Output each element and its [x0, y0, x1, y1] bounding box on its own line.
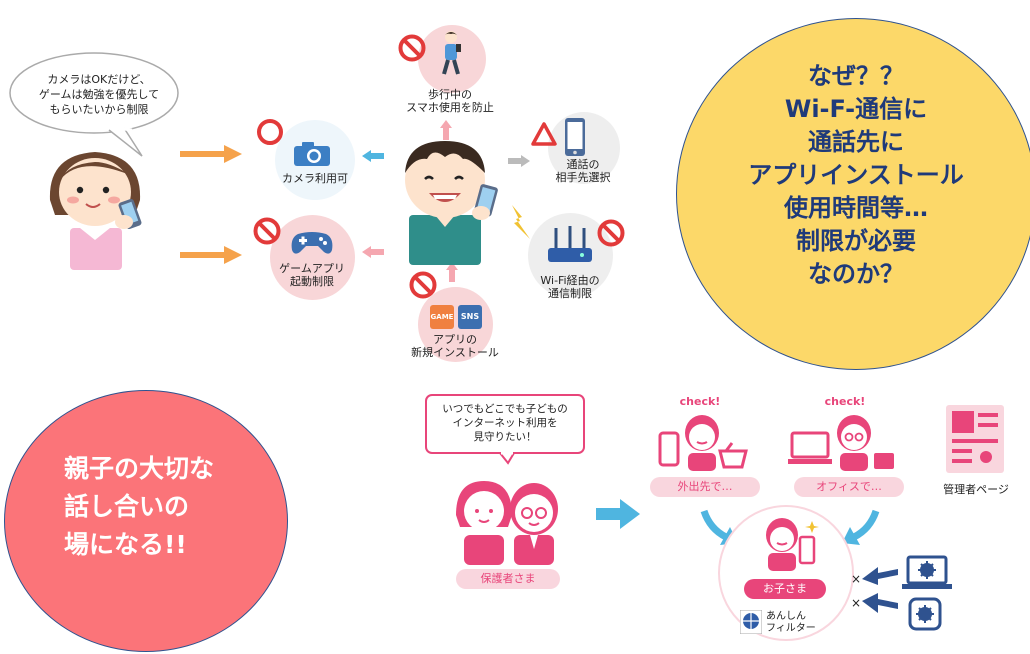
walking-label: 歩行中の スマホ使用を防止: [406, 88, 494, 114]
apps-label: アプリの 新規インストール: [411, 333, 499, 359]
parents-speech-box: [425, 394, 585, 465]
game-app-tag: GAME: [430, 305, 454, 329]
arrow-right-icon: [508, 155, 530, 167]
ban-icon: [398, 34, 426, 62]
router-icon: [548, 226, 592, 262]
arrow-left-icon: [362, 150, 384, 162]
smartphone-icon: [565, 118, 585, 156]
office-label: オフィスで…: [794, 477, 904, 497]
bottom-diagram: いつでもどこでも子どもの インターネット利用を 見守りたい！ 保護者さま che…: [410, 385, 1030, 654]
ok-circle-icon: [257, 119, 283, 145]
sns-app-tag: SNS: [458, 305, 482, 329]
arrow-icon: [180, 145, 242, 163]
game-circle: [270, 215, 355, 300]
yellow-callout: [676, 18, 1030, 370]
parents-label: 保護者さま: [456, 569, 560, 589]
ban-icon: [409, 271, 437, 299]
arrow-down-icon: [842, 509, 880, 545]
child-label: お子さま: [744, 579, 826, 599]
mother-figure: [49, 152, 142, 270]
triangle-icon: [531, 122, 557, 146]
wifi-label: Wi-Fi経由の 通信制限: [540, 274, 600, 300]
virus-laptop-icon: [902, 555, 952, 589]
speech-bubble: [9, 52, 179, 157]
virus-icon: [908, 597, 942, 631]
top-diagram: カメラはOKだけど、 ゲームは勉強を優先して もらいたいから制限 カメラ利用可: [0, 0, 640, 370]
red-callout-text: 親子の大切な 話し合いの 場になる!!: [64, 454, 215, 559]
outside-label: 外出先で…: [650, 477, 760, 497]
parents-figure: [456, 481, 558, 565]
call-label: 通話の 相手先選択: [555, 158, 611, 184]
child-figure: [766, 518, 819, 571]
filter-globe-icon: [740, 610, 762, 634]
boy-figure: [405, 141, 498, 265]
parents-speech-text: いつでもどこでも子どもの インターネット利用を 見守りたい！: [442, 403, 568, 443]
arrow-up-icon: [440, 120, 452, 140]
admin-page-icon: [946, 405, 1004, 473]
game-label: ゲームアプリ 起動制限: [279, 262, 345, 288]
walking-person-icon: [442, 31, 461, 75]
speech-text: カメラはOKだけど、 ゲームは勉強を優先して もらいたいから制限: [38, 73, 160, 116]
block-x-icon: ×: [850, 572, 862, 586]
red-callout: [4, 390, 288, 652]
gamepad-icon: [291, 232, 333, 254]
camera-label: カメラ利用可: [282, 172, 348, 185]
ban-icon: [253, 217, 281, 245]
check-right-label: check!: [824, 395, 866, 408]
ban-icon: [597, 219, 625, 247]
office-scene: [788, 415, 894, 471]
admin-label: 管理者ページ: [943, 483, 1009, 496]
filter-label: あんしん フィルター: [766, 611, 816, 634]
blocked-arrow-icon: [862, 593, 898, 613]
camera-icon: [294, 142, 330, 166]
check-left-label: check!: [679, 395, 721, 408]
arrow-left-icon: [362, 246, 384, 258]
block-x-icon: ×: [850, 596, 862, 610]
arrow-up-icon: [446, 262, 458, 282]
arrow-right-icon: [596, 499, 640, 529]
blocked-arrow-icon: [862, 567, 898, 585]
lightning-icon: [512, 205, 530, 239]
arrow-icon: [180, 246, 242, 264]
outside-scene: [658, 415, 748, 471]
yellow-callout-text: なぜ？？ Wi-F-通信に 通話先に アプリインストール 使用時間等… 制限が必…: [748, 62, 964, 288]
